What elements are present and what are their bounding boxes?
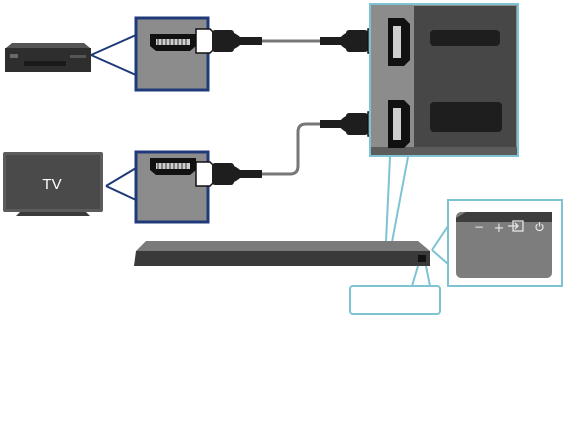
- soundbar-side-callout: [349, 265, 441, 315]
- tv-label: TV: [42, 176, 61, 193]
- source-input-icon: [508, 220, 524, 232]
- hdmi-port-icon: [150, 34, 196, 51]
- tv-icon: TV: [3, 152, 103, 216]
- volume-up-button: +: [494, 221, 505, 236]
- soundbar-icon: [134, 241, 430, 266]
- hdmi-port-icon: [150, 158, 196, 175]
- power-icon: [535, 222, 544, 232]
- hdmi-cable-icon: [195, 28, 387, 54]
- soundbar-rear-panel-callout: [369, 3, 519, 243]
- hdmi-cable-icon: [195, 111, 387, 187]
- hdmi-port-icon: [388, 18, 410, 66]
- external-device-icon: [5, 43, 91, 72]
- hdmi-port-icon: [388, 100, 410, 148]
- volume-down-button: −: [474, 220, 484, 234]
- tv-hdmi-callout: [105, 150, 210, 224]
- control-panel-callout: − +: [431, 199, 563, 287]
- device-hdmi-callout: [90, 16, 210, 92]
